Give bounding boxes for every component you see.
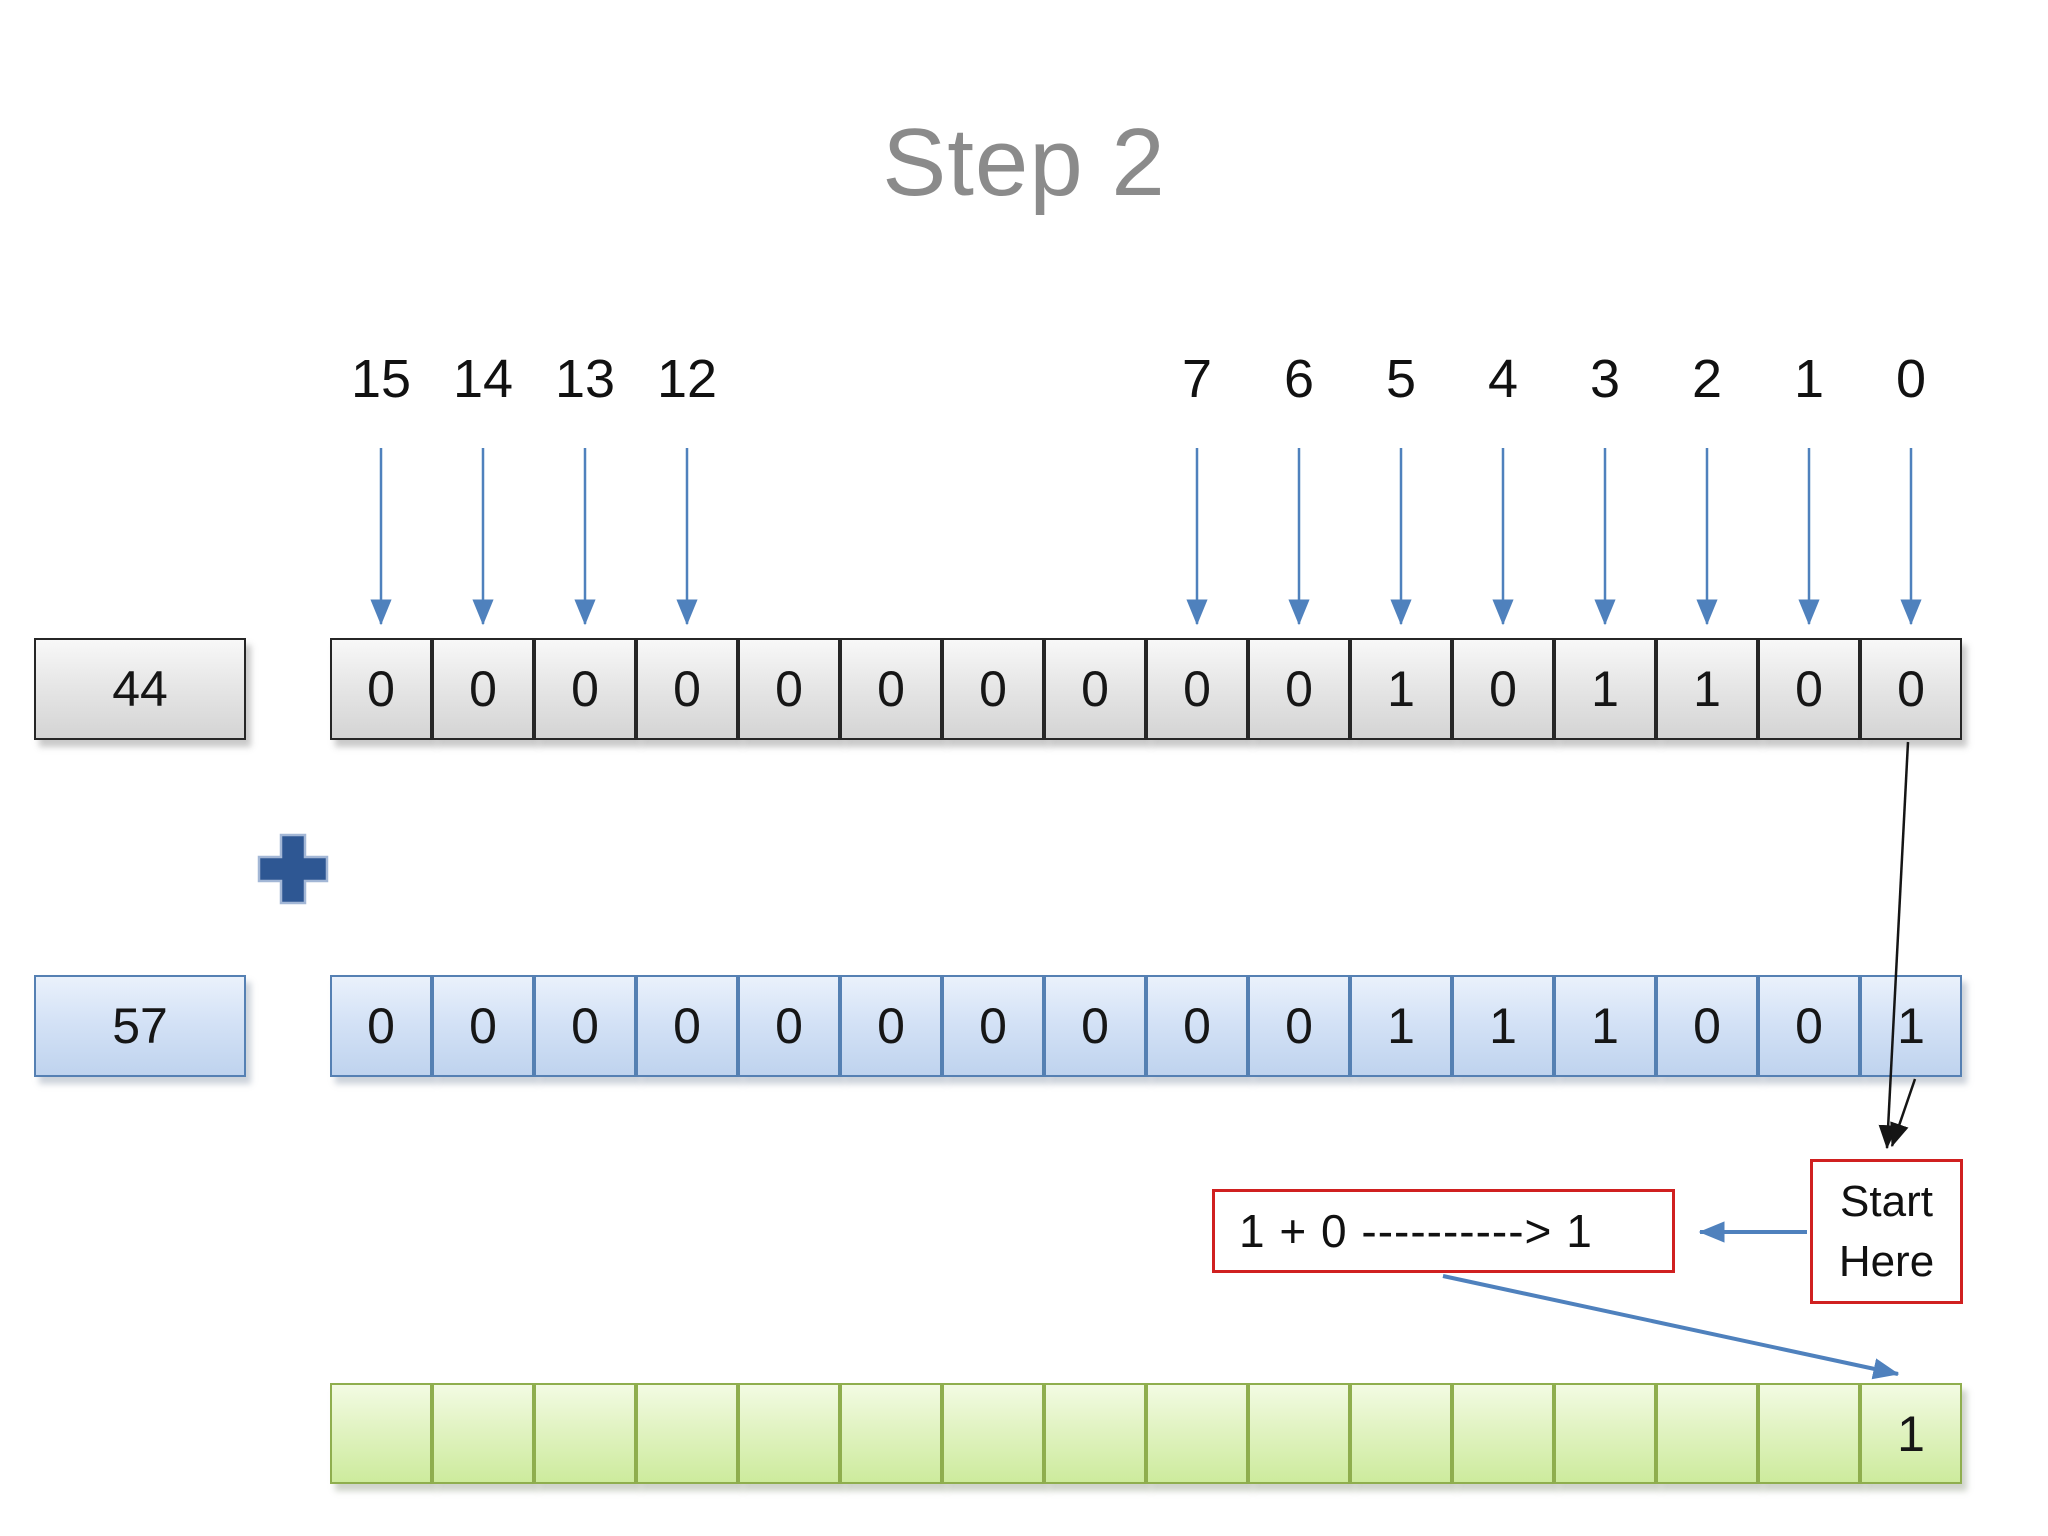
operand-b-bit-cell: 0 xyxy=(636,975,738,1077)
operand-b-bit-cell: 0 xyxy=(1146,975,1248,1077)
operand-a-bit-cell: 0 xyxy=(636,638,738,740)
bit-index-labels: 15 14 13 12 7 6 5 4 3 2 1 0 xyxy=(0,348,2048,409)
operand-b-bit-cell: 1 xyxy=(1452,975,1554,1077)
operand-a-bit-cell: 0 xyxy=(534,638,636,740)
operand-b-bit-cell: 1 xyxy=(1554,975,1656,1077)
operand-b-bit-cell: 0 xyxy=(738,975,840,1077)
result-bit-cell xyxy=(1554,1383,1656,1484)
operand-b-bit-cell: 0 xyxy=(1758,975,1860,1077)
result-bit-cell xyxy=(432,1383,534,1484)
result-bit-cell: 1 xyxy=(1860,1383,1962,1484)
operand-b-bit-cell: 0 xyxy=(432,975,534,1077)
operand-b-value-box: 57 xyxy=(34,975,246,1077)
result-bit-cell xyxy=(1758,1383,1860,1484)
bit-index-label: 6 xyxy=(1283,349,1315,409)
operand-b-bit-cell: 0 xyxy=(1656,975,1758,1077)
operand-a-bit-cell: 0 xyxy=(1044,638,1146,740)
result-bit-row: 1 xyxy=(330,1383,1962,1484)
operand-b-bit-cell: 0 xyxy=(330,975,432,1077)
operand-a-bit-cell: 0 xyxy=(432,638,534,740)
operand-b-bit-cell: 0 xyxy=(534,975,636,1077)
bit-index-label: 5 xyxy=(1385,349,1417,409)
result-bit-cell xyxy=(738,1383,840,1484)
result-bit-cell xyxy=(1146,1383,1248,1484)
operand-a-value-box: 44 xyxy=(34,638,246,740)
operand-a-bit-cell: 1 xyxy=(1554,638,1656,740)
operand-a-bit-cell: 0 xyxy=(738,638,840,740)
bit-index-label: 0 xyxy=(1895,349,1927,409)
operand-a-bit-cell: 0 xyxy=(1452,638,1554,740)
result-bit-cell xyxy=(330,1383,432,1484)
operand-b-bit-cell: 0 xyxy=(942,975,1044,1077)
result-bit-cell xyxy=(1656,1383,1758,1484)
bit-index-label: 3 xyxy=(1589,349,1621,409)
carry-trace-arrow-from-operand-b xyxy=(1890,1078,1917,1148)
bit-index-label: 4 xyxy=(1487,349,1519,409)
operand-a-bit-cell: 0 xyxy=(1248,638,1350,740)
start-here-callout: Start Here xyxy=(1810,1159,1963,1304)
bit-index-label: 15 xyxy=(350,349,412,409)
bit-index-label: 13 xyxy=(554,349,616,409)
result-bit-cell xyxy=(942,1383,1044,1484)
operand-a-bit-cell: 0 xyxy=(840,638,942,740)
operand-b-bit-cell: 1 xyxy=(1350,975,1452,1077)
result-bit-cell xyxy=(1350,1383,1452,1484)
carry-trace-arrow-from-operand-a xyxy=(1878,741,1910,1150)
bit-index-label: 14 xyxy=(452,349,514,409)
result-bit-cell xyxy=(1044,1383,1146,1484)
result-bit-cell xyxy=(534,1383,636,1484)
operand-b-bit-cell: 1 xyxy=(1860,975,1962,1077)
result-bit-cell xyxy=(840,1383,942,1484)
operand-a-bit-cell: 0 xyxy=(1146,638,1248,740)
operand-a-bit-cell: 0 xyxy=(942,638,1044,740)
operand-a-bit-cell: 1 xyxy=(1656,638,1758,740)
result-bit-cell xyxy=(1248,1383,1350,1484)
operand-a-bit-cell: 1 xyxy=(1350,638,1452,740)
bit-index-label: 2 xyxy=(1691,349,1723,409)
bit-index-label: 1 xyxy=(1793,349,1825,409)
operation-callout: 1 + 0 ----------> 1 xyxy=(1212,1189,1675,1273)
operand-a-bit-cell: 0 xyxy=(1860,638,1962,740)
result-bit-cell xyxy=(636,1383,738,1484)
operand-b-bit-cell: 0 xyxy=(840,975,942,1077)
operand-b-bit-cell: 0 xyxy=(1044,975,1146,1077)
result-bit-cell xyxy=(1452,1383,1554,1484)
operand-b-bit-cell: 0 xyxy=(1248,975,1350,1077)
plus-operator-icon xyxy=(257,833,329,905)
operand-a-bit-cell: 0 xyxy=(1758,638,1860,740)
operand-a-bit-cell: 0 xyxy=(330,638,432,740)
bit-index-label: 7 xyxy=(1181,349,1213,409)
slide-title: Step 2 xyxy=(882,109,1166,216)
bit-index-label: 12 xyxy=(656,349,718,409)
